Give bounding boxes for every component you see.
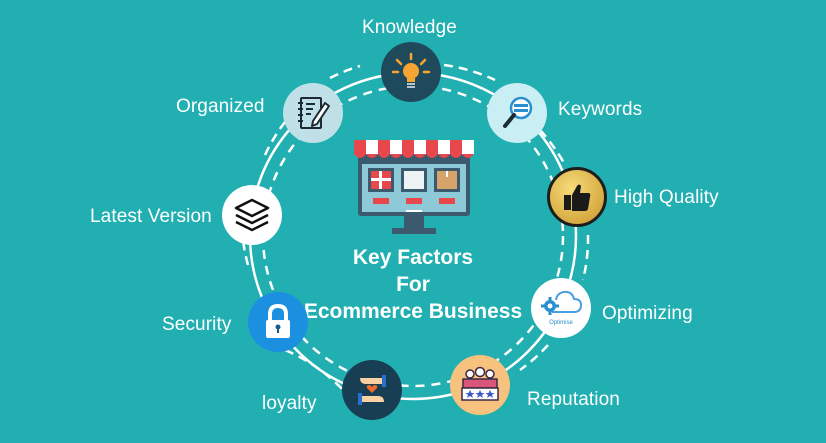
title-line-3: Ecommerce Business: [303, 300, 523, 323]
optimise-caption: Optimise: [549, 320, 573, 326]
notebook-pencil-icon: [283, 83, 343, 143]
hands-heart-icon: [342, 360, 402, 420]
factor-label-keywords: Keywords: [558, 99, 643, 120]
factor-label-security: Security: [162, 314, 232, 335]
factor-label-organized: Organized: [176, 96, 265, 117]
factor-label-knowledge: Knowledge: [362, 17, 457, 38]
cloud-gear-optimise-icon: Optimise: [531, 278, 591, 338]
thumbs-up-badge-icon: [547, 167, 607, 227]
factor-label-high-quality: High Quality: [614, 187, 719, 208]
title-line-2: For: [396, 273, 430, 296]
factor-label-loyalty: loyalty: [262, 393, 317, 414]
diagram-title: Key Factors For Ecommerce Business: [304, 244, 522, 325]
people-rating-stars-icon: [450, 355, 510, 415]
padlock-icon: [248, 292, 308, 352]
factor-label-latest-version: Latest Version: [90, 206, 212, 227]
title-line-1: Key Factors: [352, 246, 474, 269]
layers-stack-icon: [222, 185, 282, 245]
lightbulb-icon: [381, 42, 441, 102]
factor-label-optimizing: Optimizing: [602, 303, 693, 324]
magnifier-keyword-icon: [487, 83, 547, 143]
ecommerce-storefront-monitor-icon: [352, 138, 476, 238]
factor-label-reputation: Reputation: [527, 389, 620, 410]
